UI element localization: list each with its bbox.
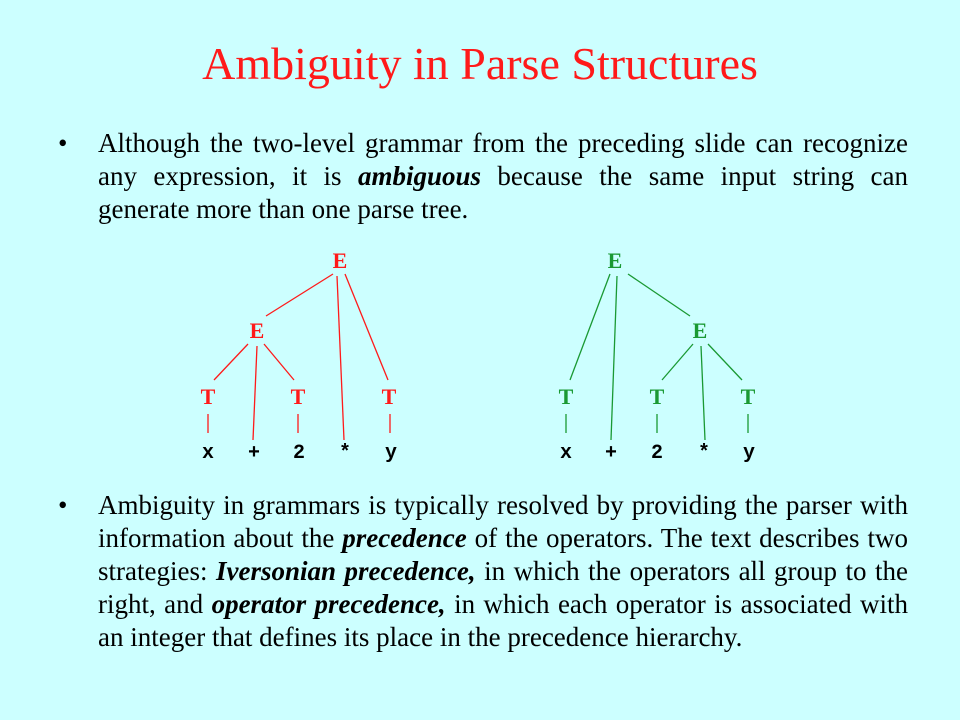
- token: 2: [651, 442, 663, 465]
- text-run: Although the two-level grammar from the …: [98, 128, 908, 191]
- edge: [661, 343, 694, 381]
- token: *: [698, 442, 710, 465]
- token: *: [339, 442, 351, 465]
- edge: [707, 343, 743, 381]
- bullet-precedence-strategies: • Ambiguity in grammars is typically res…: [58, 489, 908, 654]
- node-term: T: [291, 384, 306, 409]
- bullet-marker: •: [58, 128, 68, 158]
- token: x: [202, 442, 214, 465]
- token: +: [605, 442, 617, 465]
- text-run: in which each operator is associated wit…: [98, 589, 908, 652]
- node-sub-expression: E: [693, 318, 708, 343]
- text-run: because the same input string can genera…: [98, 161, 908, 224]
- emphasis-operator-precedence: operator precedence,: [211, 589, 446, 619]
- edge: [700, 345, 706, 441]
- emphasis-iversonian-precedence: Iversonian precedence,: [215, 556, 476, 586]
- node-sub-expression: E: [250, 318, 265, 343]
- text-run: in which the operators all group to the …: [98, 556, 909, 619]
- token: +: [248, 442, 260, 465]
- token: y: [743, 442, 755, 465]
- edge: [213, 343, 249, 381]
- right-tree-tokens: x + 2 * y: [560, 442, 755, 465]
- edge: [344, 273, 389, 381]
- node-term: T: [650, 384, 665, 409]
- text-run: Ambiguity in grammars is typically resol…: [98, 490, 908, 553]
- left-parse-tree: E E T T T: [201, 248, 397, 441]
- edge: [265, 273, 334, 317]
- bullet-marker: •: [58, 490, 68, 520]
- edge: [610, 275, 618, 441]
- node-term: T: [382, 384, 397, 409]
- emphasis-precedence: precedence: [342, 523, 467, 553]
- bullet-ambiguity-definition: • Although the two-level grammar from th…: [58, 127, 908, 226]
- edge: [252, 345, 258, 441]
- token: y: [385, 442, 397, 465]
- text-run: of the operators. The text describes two…: [98, 523, 908, 586]
- token: x: [560, 442, 572, 465]
- right-parse-tree: E E T T T: [559, 248, 756, 441]
- node-root: E: [608, 248, 623, 273]
- slide-title: Ambiguity in Parse Structures: [202, 38, 758, 89]
- node-term: T: [741, 384, 756, 409]
- emphasis-ambiguous: ambiguous: [357, 161, 481, 191]
- node-root: E: [333, 248, 348, 273]
- edge: [569, 273, 611, 381]
- edge: [627, 273, 691, 317]
- node-term: T: [559, 384, 574, 409]
- left-tree-tokens: x + 2 * y: [202, 442, 397, 465]
- token: 2: [293, 442, 305, 465]
- edge: [336, 275, 345, 441]
- bullet-text: Although the two-level grammar from the …: [98, 127, 908, 226]
- bullet-text: Ambiguity in grammars is typically resol…: [98, 489, 908, 654]
- node-term: T: [201, 384, 216, 409]
- edge: [263, 343, 295, 381]
